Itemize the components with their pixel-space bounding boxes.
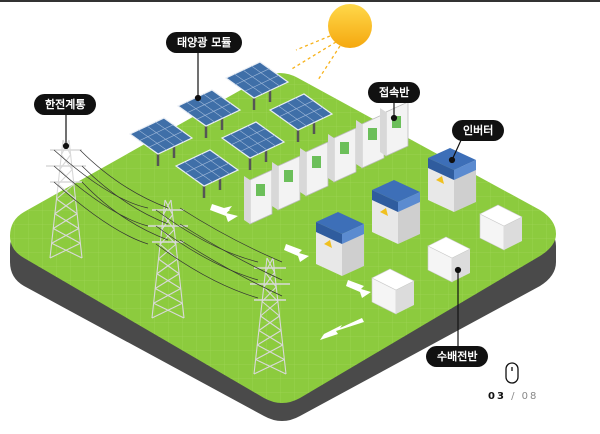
- junction-box: [272, 155, 301, 211]
- mouse-scroll-icon[interactable]: [505, 362, 519, 384]
- solar-panel: [224, 61, 290, 110]
- label-leaders: [62, 50, 463, 346]
- page-indicator: 03 / 08: [488, 391, 538, 402]
- label-inverter: 인버터: [452, 120, 505, 141]
- label-switchgear: 수배전반: [426, 346, 489, 367]
- transmission-towers: [46, 139, 290, 375]
- switchgear-unit: [427, 236, 471, 283]
- inverter-unit: [372, 180, 420, 244]
- label-grid: 한전계통: [34, 94, 97, 115]
- solar-panel: [174, 149, 240, 198]
- junction-box: [300, 141, 329, 197]
- page-total: 08: [521, 391, 539, 402]
- inverter-unit: [316, 212, 364, 276]
- solar-panel: [220, 121, 286, 170]
- solar-panel: [176, 89, 242, 138]
- label-solar-module: 태양광 모듈: [166, 32, 243, 53]
- label-junction-box: 접속반: [368, 82, 421, 103]
- page-separator: /: [511, 391, 517, 402]
- solar-panel: [268, 93, 334, 142]
- solar-panel-array: [128, 61, 334, 198]
- power-lines: [53, 149, 283, 299]
- switchgear-unit: [479, 204, 523, 251]
- junction-box: [380, 101, 409, 157]
- page-current: 03: [488, 391, 506, 402]
- junction-box: [356, 113, 385, 169]
- switchgear-units: [371, 204, 523, 315]
- inverter-unit: [428, 148, 476, 212]
- sun-icon: [289, 4, 372, 81]
- top-divider: [0, 0, 600, 2]
- switchgear-unit: [371, 268, 415, 315]
- inverter-units: [316, 148, 476, 276]
- flow-arrows: [210, 204, 371, 340]
- junction-box-row: [244, 101, 409, 225]
- platform: [10, 73, 556, 421]
- transmission-tower: [250, 257, 290, 375]
- junction-box: [328, 127, 357, 183]
- junction-box: [244, 169, 273, 225]
- solar-panel: [128, 117, 194, 166]
